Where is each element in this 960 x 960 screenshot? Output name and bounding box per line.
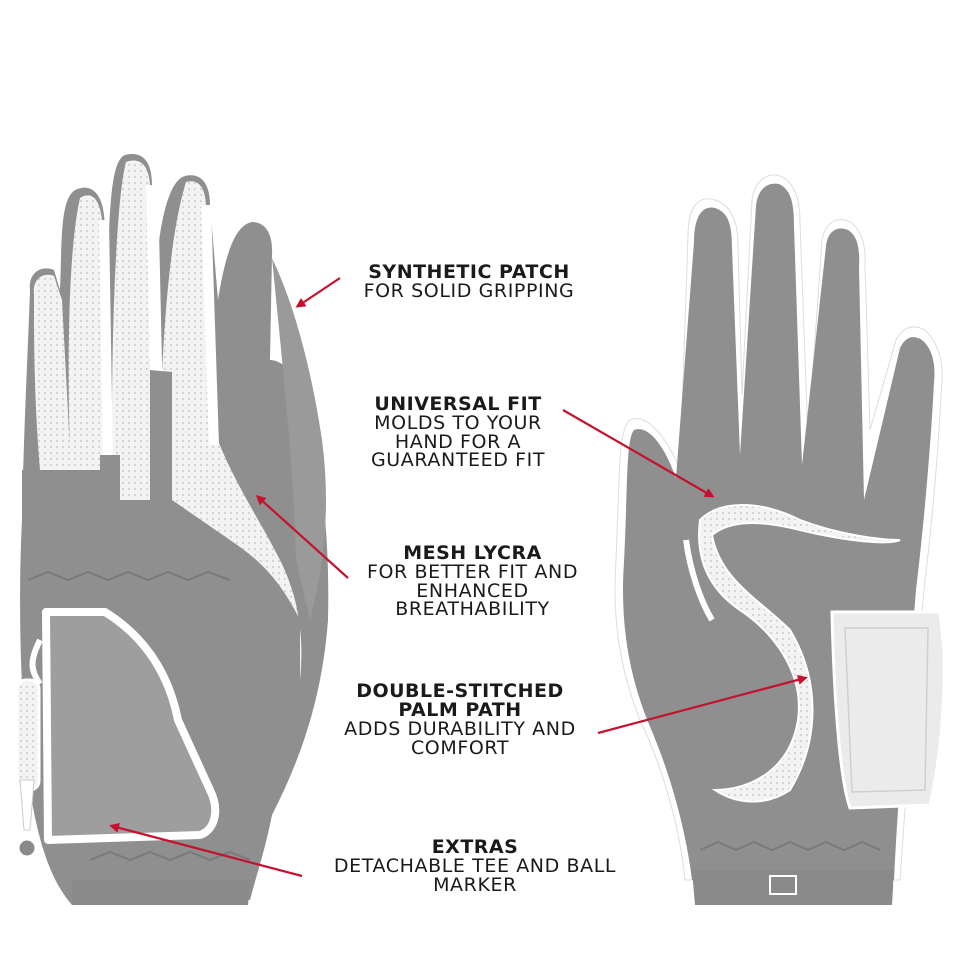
pointer-universal-fit xyxy=(562,409,715,498)
description-line: MARKER xyxy=(433,873,517,896)
pointer-extras xyxy=(109,822,303,878)
description-line: COMFORT xyxy=(410,736,510,759)
callout-title: MESH LYCRA xyxy=(403,542,542,564)
callout-title: UNIVERSAL FIT xyxy=(374,393,542,415)
palm-mesh-path xyxy=(698,504,901,803)
description-line: HAND FOR A xyxy=(394,430,522,453)
callout-mesh-lycra: MESH LYCRA FOR BETTER FIT AND ENHANCED B… xyxy=(345,544,600,619)
description-line: GUARANTEED FIT xyxy=(370,449,546,472)
callout-description: DETACHABLE TEE AND BALL MARKER xyxy=(305,857,645,894)
size-tag xyxy=(769,875,797,895)
pointer-mesh-lycra xyxy=(255,494,349,579)
callout-universal-fit: UNIVERSAL FIT MOLDS TO YOUR HAND FOR A G… xyxy=(348,395,568,470)
glove-back-thumb xyxy=(272,258,326,620)
callout-double-stitched-palm-path: DOUBLE-STITCHED PALM PATH ADDS DURABILIT… xyxy=(320,682,600,757)
description-line: FOR BETTER FIT AND xyxy=(366,561,579,583)
callout-title: PALM PATH xyxy=(398,699,522,721)
tee-holder-icon xyxy=(15,678,41,792)
callout-extras: EXTRAS DETACHABLE TEE AND BALL MARKER xyxy=(305,838,645,894)
description-line: FOR SOLID GRIPPING xyxy=(363,280,575,302)
wrist-strap xyxy=(42,608,220,844)
description-line: BREATHABILITY xyxy=(395,598,550,621)
callout-title: DOUBLE-STITCHED xyxy=(356,680,564,702)
description-line: ENHANCED xyxy=(416,579,529,602)
description-line: MOLDS TO YOUR xyxy=(374,412,542,434)
callout-description: ADDS DURABILITY AND COMFORT xyxy=(320,720,600,757)
callout-description: FOR SOLID GRIPPING xyxy=(344,282,594,301)
callout-synthetic-patch: SYNTHETIC PATCH FOR SOLID GRIPPING xyxy=(344,263,594,301)
glove-palm-view xyxy=(614,174,946,905)
description-line: ADDS DURABILITY AND xyxy=(344,718,576,740)
callout-title: SYNTHETIC PATCH xyxy=(368,261,570,283)
callout-description: MOLDS TO YOUR HAND FOR A GUARANTEED FIT xyxy=(348,414,568,470)
palm-leather-patch xyxy=(830,610,946,810)
pointer-double-stitched xyxy=(597,674,808,735)
callout-title: EXTRAS xyxy=(431,836,519,858)
ball-marker-icon xyxy=(16,837,38,859)
callout-description: FOR BETTER FIT AND ENHANCED BREATHABILIT… xyxy=(345,563,600,619)
description-line: DETACHABLE TEE AND BALL xyxy=(333,855,617,877)
pointer-synthetic-patch xyxy=(295,277,341,308)
pointer-lines xyxy=(109,277,808,878)
glove-back-view xyxy=(15,154,329,905)
